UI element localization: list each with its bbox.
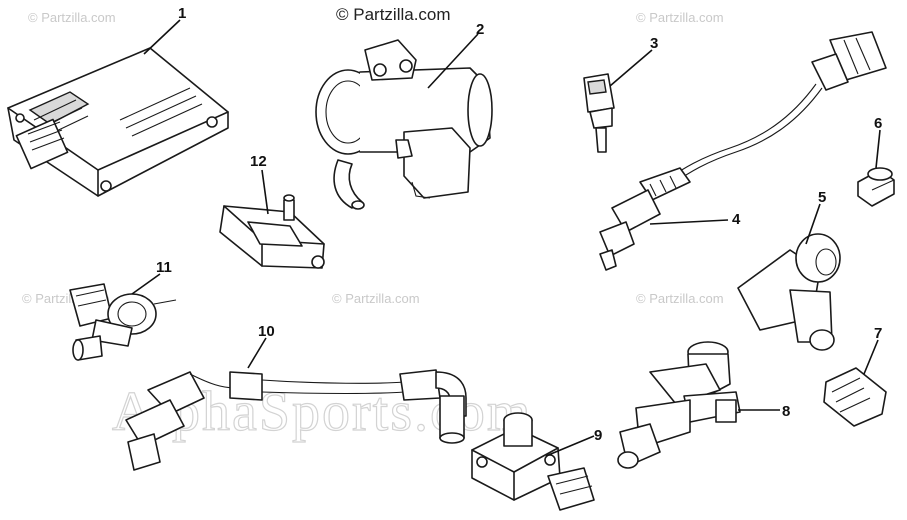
callout-11: 11 — [156, 259, 172, 276]
callout-2: 2 — [476, 21, 484, 38]
part-throttle-body — [315, 39, 493, 210]
part-pressure-sensor — [219, 194, 325, 269]
part-injector-holder — [737, 233, 841, 351]
part-bolt — [857, 167, 895, 207]
part-pressure-regulator — [69, 283, 177, 361]
callout-1: 1 — [178, 5, 186, 22]
leader-lines — [131, 19, 881, 457]
callout-7: 7 — [874, 325, 882, 342]
watermark-partzilla-credit: © Partzilla.com — [336, 5, 451, 24]
part-temperature-sensor — [583, 73, 615, 153]
callout-3: 3 — [650, 35, 658, 52]
watermark: © Partzilla.com — [332, 291, 420, 306]
callout-9: 9 — [594, 427, 602, 444]
callout-6: 6 — [874, 115, 882, 132]
callout-8: 8 — [782, 403, 790, 420]
callouts: 1 2 3 4 5 6 7 8 9 10 11 12 — [156, 5, 882, 444]
callout-4: 4 — [732, 211, 741, 228]
part-fuel-injector — [617, 341, 741, 469]
part-oxygen-sensor — [599, 31, 887, 271]
callout-10: 10 — [258, 323, 275, 340]
callout-12: 12 — [250, 153, 267, 170]
watermark: © Partzilla.com — [636, 291, 724, 306]
part-speed-sensor-cable — [125, 369, 467, 471]
callout-5: 5 — [818, 189, 826, 206]
part-connector — [823, 367, 887, 427]
watermark: © Partzilla.com — [28, 10, 116, 25]
watermark: © Partzilla.com — [636, 10, 724, 25]
part-ecu — [7, 47, 229, 197]
part-map-sensor — [471, 412, 595, 511]
